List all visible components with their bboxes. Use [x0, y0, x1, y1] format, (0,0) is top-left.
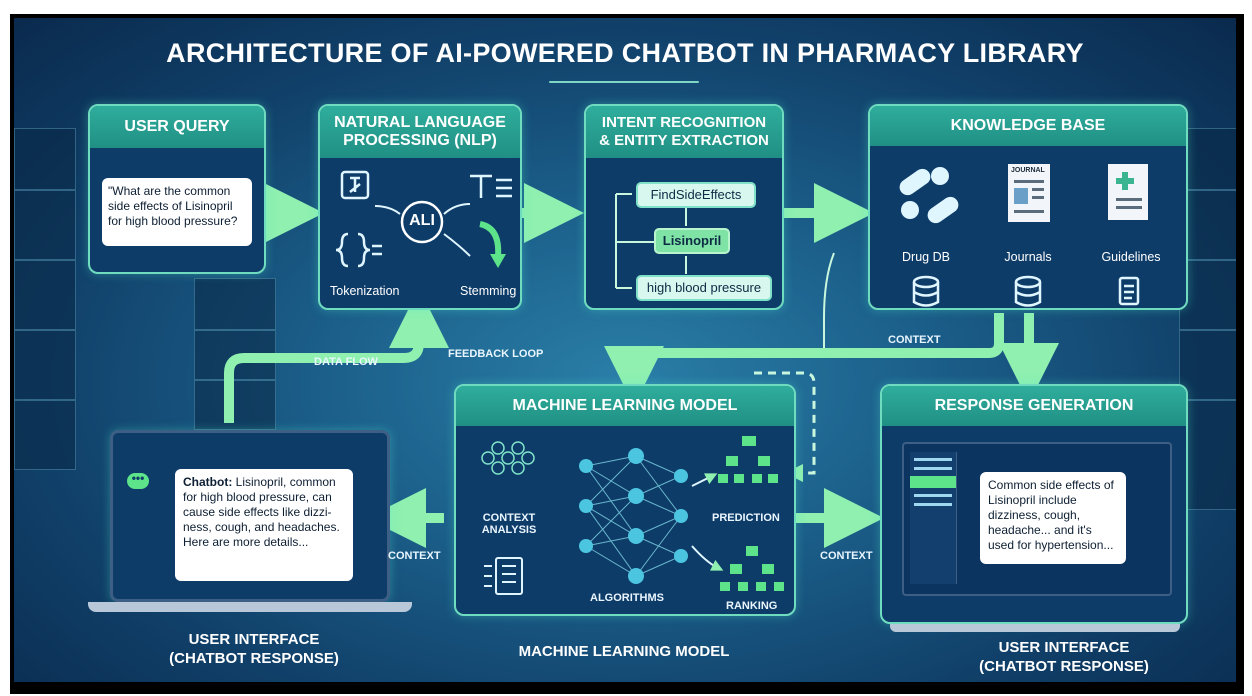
page-title: ARCHITECTURE OF AI-POWERED CHATBOT IN PH…: [166, 38, 1084, 68]
kb-source-journals: Journals: [1004, 250, 1052, 264]
response-sidebar: [910, 452, 957, 584]
intent-heading-line2: & ENTITY EXTRACTION: [599, 132, 769, 149]
tokenization-label: Tokenization: [330, 284, 400, 298]
response-heading: RESPONSE GENERATION: [882, 386, 1186, 426]
bg-shelf-right: [1179, 128, 1236, 510]
nlp-heading: NATURAL LANGUAGE PROCESSING (NLP): [320, 106, 520, 158]
chatbot-label: Chatbot:: [183, 475, 233, 489]
ranking-label: RANKING: [726, 600, 778, 612]
kb-source-guidelines: Guidelines: [1101, 250, 1161, 264]
ui-caption-right-line1: USER INTERFACE: [998, 639, 1130, 656]
ui-caption-right: USER INTERFACE (CHATBOT RESPONSE): [934, 638, 1194, 676]
feedback-loop-label: FEEDBACK LOOP: [448, 348, 544, 360]
monitor-base: [890, 624, 1180, 632]
nlp-card: NATURAL LANGUAGE PROCESSING (NLP) ALI: [318, 104, 522, 310]
translate-icon: [340, 170, 370, 200]
user-question-bubble: "What are the common side effects of Lis…: [102, 178, 252, 246]
journal-icon: [1008, 164, 1050, 222]
diagram-canvas: ARCHITECTURE OF AI-POWERED CHATBOT IN PH…: [14, 18, 1236, 682]
ui-caption-left-line1: USER INTERFACE: [188, 631, 320, 648]
ml-heading: MACHINE LEARNING MODEL: [456, 386, 794, 426]
ui-caption-left-line2: (CHATBOT RESPONSE): [169, 650, 339, 667]
kb-source-drugdb: Drug DB: [902, 250, 950, 264]
context-analysis-label: CONTEXT ANALYSIS: [474, 512, 544, 536]
code-braces-icon: [335, 232, 382, 268]
user-query-card: USER QUERY "What are the common side eff…: [88, 104, 266, 274]
arrow-data-flow: [224, 288, 449, 423]
prediction-tree-icon: [718, 436, 778, 483]
guidelines-icon: [1108, 164, 1148, 220]
chat-icon: •••: [127, 472, 149, 489]
intent-card: INTENT RECOGNITION & ENTITY EXTRACTION F…: [584, 104, 784, 310]
response-generation-card: RESPONSE GENERATION Common side effects …: [880, 384, 1188, 624]
prediction-label: PREDICTION: [712, 512, 780, 524]
data-flow-label: DATA FLOW: [314, 356, 378, 368]
intent-pill: FindSideEffects: [636, 182, 756, 208]
ml-model-card: MACHINE LEARNING MODEL: [454, 384, 796, 616]
entity-condition-pill: high blood pressure: [636, 275, 772, 301]
knowledge-base-card: KNOWLEDGE BASE: [868, 104, 1188, 310]
nlp-heading-line1: NATURAL LANGUAGE: [334, 114, 506, 131]
chatbot-response-bubble: Chatbot: Lisinopril, common for high blo…: [175, 469, 353, 581]
ml-caption: MACHINE LEARNING MODEL: [518, 643, 730, 660]
ml-network: [481, 436, 784, 595]
stemming-arrow-icon: [479, 221, 502, 257]
algorithm-list-icon: [484, 557, 523, 595]
ui-caption-left: USER INTERFACE (CHATBOT RESPONSE): [134, 630, 374, 668]
pills-icon: [899, 167, 959, 224]
nlp-icons: [335, 170, 512, 268]
entity-drug-pill: Lisinopril: [654, 228, 730, 254]
title-underline: [549, 81, 699, 83]
intent-heading: INTENT RECOGNITION & ENTITY EXTRACTION: [586, 106, 782, 158]
context-analysis-icon: [481, 441, 535, 475]
ui-caption-right-line2: (CHATBOT RESPONSE): [979, 658, 1149, 675]
arrow-kb-to-ml: [604, 313, 1004, 406]
laptop-base: [88, 602, 412, 612]
stemming-label: Stemming: [460, 284, 517, 298]
kb-heading: KNOWLEDGE BASE: [870, 106, 1186, 146]
ranking-tree-icon: [720, 546, 784, 591]
intent-tree: [615, 193, 687, 289]
text-lines-icon: [470, 174, 512, 198]
context-analysis-line2: ANALYSIS: [481, 524, 537, 536]
ai-brain-icon: [400, 200, 444, 244]
response-text-bubble: Common side effects of Lisinopril includ…: [980, 472, 1126, 564]
kb-icons: [899, 164, 1148, 307]
nlp-center-label: ALI: [409, 212, 435, 229]
user-query-heading: USER QUERY: [90, 106, 264, 148]
context-label-right: CONTEXT: [820, 550, 873, 562]
intent-heading-line1: INTENT RECOGNITION: [601, 114, 767, 131]
dashed-feedback: [754, 371, 816, 482]
database-icons: [912, 275, 1140, 307]
chatbot-text: Lisinopril, common for high blood pressu…: [183, 475, 340, 549]
nlp-heading-line2: PROCESSING (NLP): [343, 132, 497, 149]
bg-shelf-left: [14, 128, 76, 470]
user-interface-laptop: ••• Chatbot: Lisinopril, common for high…: [110, 430, 390, 602]
context-analysis-line1: CONTEXT: [482, 512, 536, 524]
context-label-top: CONTEXT: [888, 334, 941, 346]
journal-masthead: JOURNAL: [1011, 167, 1045, 174]
algorithms-label: ALGORITHMS: [590, 592, 664, 604]
flow-arrows: [174, 144, 1059, 548]
context-label-left: CONTEXT: [388, 550, 441, 562]
